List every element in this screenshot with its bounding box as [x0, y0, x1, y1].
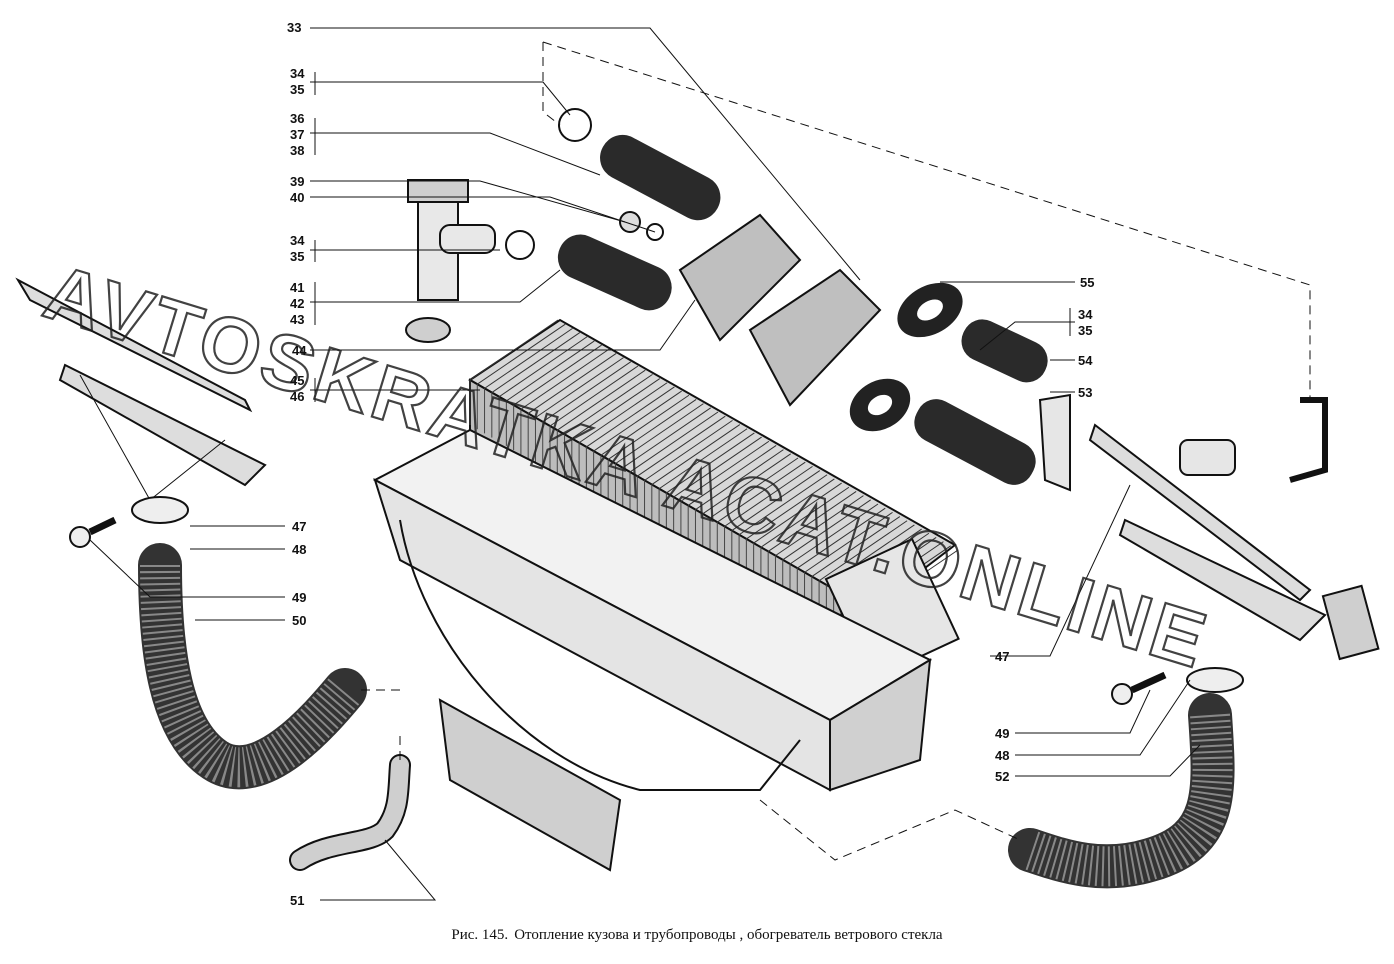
- drain-hose: [289, 754, 411, 871]
- screw-left: [69, 516, 117, 548]
- callout-34: 34: [1078, 307, 1093, 322]
- callout-49: 49: [995, 726, 1009, 741]
- callout-53: 53: [1078, 385, 1092, 400]
- callout-47: 47: [995, 649, 1009, 664]
- callout-47: 47: [292, 519, 306, 534]
- callout-39: 39: [290, 174, 304, 189]
- callout-35: 35: [1078, 323, 1092, 338]
- callout-49: 49: [292, 590, 306, 605]
- figure-number: Рис. 145.: [451, 927, 509, 943]
- callout-34: 34: [290, 233, 305, 248]
- callout-44: 44: [292, 343, 307, 358]
- callout-33: 33: [287, 20, 301, 35]
- callout-40: 40: [290, 190, 304, 205]
- screw-right: [1111, 671, 1167, 705]
- figure-caption: Рис. 145. Отопление кузова и трубопроводы…: [0, 927, 1394, 944]
- callout-38: 38: [290, 143, 304, 158]
- hoses-right: [914, 319, 1328, 492]
- callout-42: 42: [290, 296, 304, 311]
- callout-50: 50: [292, 613, 306, 628]
- heater-tap: [405, 179, 496, 343]
- callout-36: 36: [290, 111, 304, 126]
- callout-43: 43: [290, 312, 304, 327]
- callout-41: 41: [290, 280, 304, 295]
- defroster-nozzle-right: [1088, 423, 1380, 693]
- hoses-upper: [505, 108, 721, 311]
- corrugated-duct-right: [1008, 693, 1235, 889]
- callout-51: 51: [290, 893, 304, 908]
- figure-title: Отопление кузова и трубопроводы , обогре…: [514, 927, 943, 943]
- callout-34: 34: [290, 66, 305, 81]
- radiator-fins: [469, 319, 959, 655]
- callout-numbers: 33 34 35 36 37 38 39 40 34 35 41 42 43 4…: [287, 20, 1094, 908]
- heater-housing: [372, 428, 933, 872]
- callout-45: 45: [290, 373, 304, 388]
- callout-37: 37: [290, 127, 304, 142]
- callout-46: 46: [290, 389, 304, 404]
- corrugated-duct-left: [138, 543, 367, 790]
- dashed-assembly-lines: [355, 41, 1311, 861]
- flange-gaskets: [678, 213, 963, 432]
- callout-52: 52: [995, 769, 1009, 784]
- callout-48: 48: [995, 748, 1009, 763]
- callout-55: 55: [1080, 275, 1094, 290]
- callout-48: 48: [292, 542, 306, 557]
- defroster-nozzle-left: [15, 277, 267, 524]
- callout-35: 35: [290, 82, 304, 97]
- callout-35: 35: [290, 249, 304, 264]
- leader-lines: [89, 27, 1201, 901]
- callout-54: 54: [1078, 353, 1093, 368]
